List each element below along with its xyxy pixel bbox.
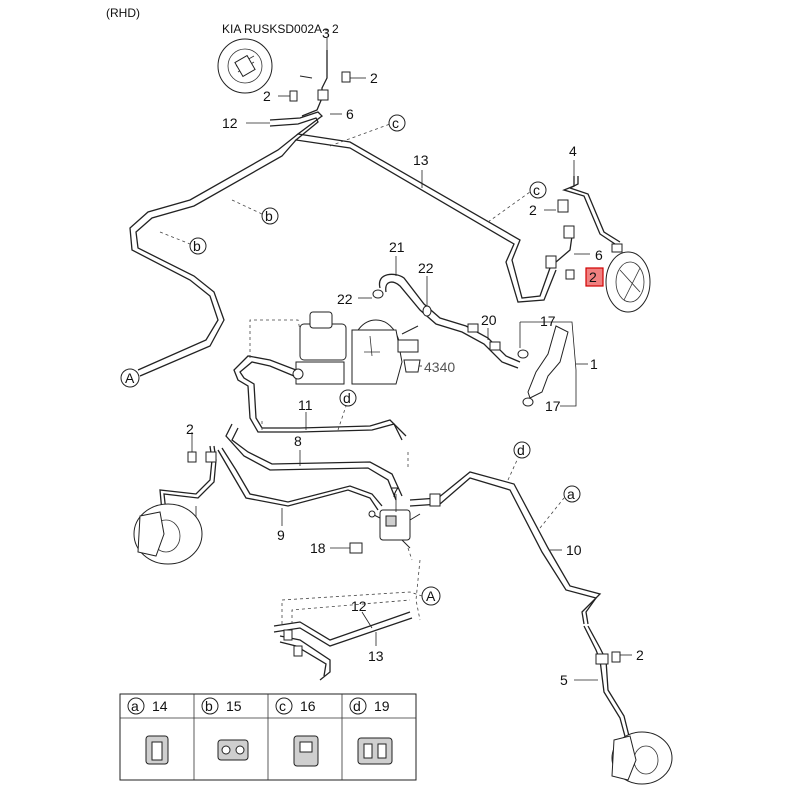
front-right-brake-disc — [611, 731, 673, 785]
clip-legend-table: a 14 b 15 c 16 d 19 — [119, 693, 417, 781]
callout-2-right: 2 — [529, 202, 537, 218]
highlighted-callout-box[interactable] — [585, 267, 604, 287]
ref-A-bottom: A — [426, 588, 436, 604]
callout-8: 8 — [294, 433, 302, 449]
ref-4340: 4340 — [424, 359, 455, 375]
legend-part-14: 14 — [152, 698, 168, 714]
legend-part-16: 16 — [300, 698, 316, 714]
callout-10: 10 — [566, 542, 582, 558]
callout-21: 21 — [389, 239, 405, 255]
brake-lines-left-loop — [129, 133, 299, 377]
ref-d-mid: d — [343, 390, 351, 406]
catalog-code: KIA RUSKSD002A - 2 — [222, 22, 339, 36]
callout-4: 4 — [569, 143, 577, 159]
legend-part-15: 15 — [226, 698, 242, 714]
ref-d-right: d — [517, 442, 525, 458]
callout-11: 11 — [298, 397, 313, 413]
callout-2-left: 2 — [263, 88, 271, 104]
ref-a-right: a — [567, 486, 575, 502]
callout-20: 20 — [481, 312, 497, 328]
callout-22-a: 22 — [418, 260, 434, 276]
front-right-hose — [583, 625, 631, 741]
legend-letter-b: b — [205, 698, 213, 714]
proportioning-valve — [368, 509, 421, 549]
legend-letter-d: d — [353, 698, 361, 714]
brake-line-8 — [225, 423, 403, 501]
callout-6-right: 6 — [595, 247, 603, 263]
hose-part-1 — [517, 322, 569, 407]
ref-c-top: c — [392, 115, 399, 131]
callout-1: 1 — [590, 356, 598, 372]
hose-part-3 — [299, 50, 329, 117]
brake-lines-bottom — [273, 611, 413, 681]
rear-left-brake-drum — [217, 38, 273, 94]
rear-right-brake-drum — [605, 243, 651, 313]
callout-7: 7 — [391, 484, 399, 500]
callout-6-top: 6 — [346, 106, 354, 122]
callout-17-top: 17 — [540, 313, 556, 329]
callout-13-bottom: 13 — [368, 648, 384, 664]
brake-line-11 — [233, 355, 407, 441]
clip-16-icon — [293, 735, 319, 767]
ref-c-right: c — [533, 182, 540, 198]
clip-14-icon — [145, 735, 169, 765]
callout-2-top: 2 — [370, 70, 378, 86]
callout-22-b: 22 — [337, 291, 353, 307]
brake-line-9 — [217, 447, 383, 511]
brake-line-13 — [269, 111, 557, 303]
callout-17-bottom: 17 — [545, 398, 561, 414]
legend-letter-a: a — [131, 698, 139, 714]
callout-9: 9 — [277, 527, 285, 543]
legend-part-19: 19 — [374, 698, 390, 714]
rhd-label: (RHD) — [106, 6, 140, 20]
ref-b-mid: b — [265, 208, 273, 224]
front-left-hose — [159, 445, 217, 513]
callout-2-lowright: 2 — [636, 647, 644, 663]
master-cylinder-booster — [292, 311, 419, 385]
ref-A-left: A — [125, 370, 135, 386]
callout-2-highlight: 2 — [589, 269, 597, 285]
clip-19-icon — [357, 737, 393, 765]
callout-3: 3 — [322, 25, 330, 41]
callout-2-lowleft: 2 — [186, 421, 194, 437]
callout-18: 18 — [310, 540, 326, 556]
legend-letter-c: c — [279, 698, 286, 714]
callout-12-bottom: 12 — [351, 598, 367, 614]
callout-12-top: 12 — [222, 115, 238, 131]
ref-b-left: b — [193, 238, 201, 254]
clip-15-icon — [217, 739, 249, 761]
callout-5-right: 5 — [560, 672, 568, 688]
brake-line-10 — [409, 471, 602, 625]
front-left-brake-disc — [133, 503, 203, 565]
vacuum-hose-21 — [372, 273, 521, 369]
callout-13: 13 — [413, 152, 429, 168]
hose-part-4 — [545, 176, 621, 269]
